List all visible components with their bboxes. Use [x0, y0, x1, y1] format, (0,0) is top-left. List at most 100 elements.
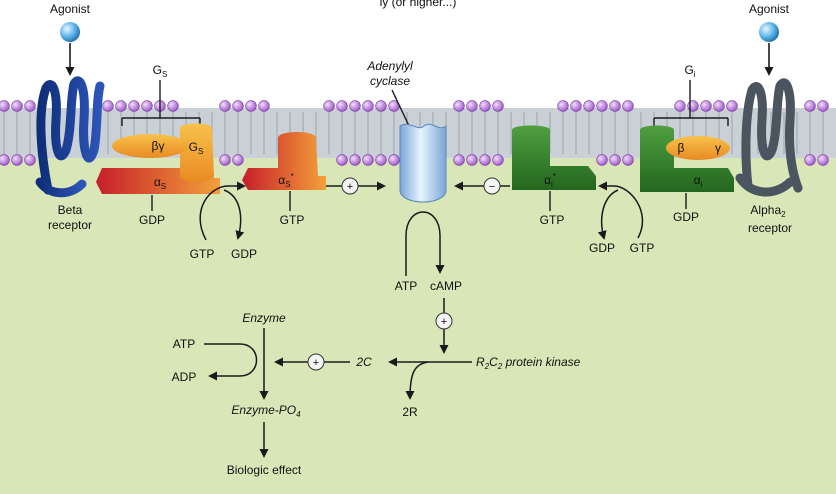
header-cut-text: ly (or higher...): [380, 0, 457, 9]
plus-sign-enzyme-icon: [307, 353, 325, 371]
enzyme-label: Enzyme: [242, 311, 286, 325]
alpha-i-label: αi: [694, 173, 703, 189]
lipid-head-icon: [128, 100, 140, 112]
camp-label: cAMP: [430, 279, 462, 293]
lipid-head-icon: [466, 154, 478, 166]
lipid-head-icon: [167, 100, 179, 112]
alpha-s-active-label: αS*: [278, 172, 293, 189]
gs-box-label: GS: [189, 140, 204, 156]
biologic-effect-label: Biologic effect: [227, 463, 302, 477]
lipid-head-icon: [115, 100, 127, 112]
gamma-label: γ: [715, 141, 721, 155]
plus-sign-label: +: [347, 181, 353, 193]
lipid-head-icon: [232, 154, 244, 166]
atp2-label: ATP: [173, 337, 195, 351]
lipid-head-icon: [817, 100, 829, 112]
exchange-right-gtp: GTP: [630, 241, 655, 255]
lipid-head-icon: [102, 100, 114, 112]
pka-label: R2C2 protein kinase: [476, 355, 581, 371]
lipid-head-icon: [674, 100, 686, 112]
lipid-head-icon: [804, 154, 816, 166]
gi-protein-complex: β γ αi: [640, 125, 734, 192]
extracellular-space: [0, 0, 836, 102]
atp-camp-conversion: ATP cAMP: [395, 211, 462, 293]
gtp-left-active: GTP: [280, 213, 305, 227]
lipid-head-icon: [609, 154, 621, 166]
adenylyl-label-2: cyclase: [370, 74, 410, 88]
gtp-right-active: GTP: [540, 213, 565, 227]
gs-bracket: GS: [121, 63, 201, 126]
gs-label: GS: [153, 63, 168, 79]
two-c-label: 2C: [355, 355, 372, 369]
lipid-head-icon: [349, 154, 361, 166]
plus-sign-icon: [341, 177, 359, 195]
lipid-head-icon: [817, 154, 829, 166]
agonist-right: Agonist: [749, 2, 790, 76]
pka-to-2r-arrow: [405, 361, 429, 400]
gdp-left-label: GDP: [139, 213, 165, 227]
lipid-head-icon: [479, 100, 491, 112]
lipid-head-icon: [388, 154, 400, 166]
beta-gamma-label: βγ: [152, 139, 165, 153]
lipid-head-icon: [141, 100, 153, 112]
two-r-label: 2R: [402, 405, 418, 419]
alpha-i-active-label: αi*: [544, 172, 556, 189]
lipid-head-icon: [24, 100, 36, 112]
exchange-right-gdp: GDP: [589, 241, 615, 255]
alpha2-receptor-label-2: receptor: [748, 221, 792, 235]
plus-sign-camp-icon: [435, 312, 453, 330]
beta-gamma-i-subunit: [666, 136, 730, 160]
adp-label: ADP: [172, 370, 197, 384]
agonist-right-ball-icon: [759, 22, 779, 42]
exchange-right: GDP GTP: [589, 181, 655, 255]
lipid-head-icon: [349, 100, 361, 112]
atp-adp-arrow: [204, 343, 258, 381]
lipid-head-icon: [596, 100, 608, 112]
lipid-head-icon: [700, 100, 712, 112]
agonist-left-label: Agonist: [50, 2, 91, 16]
lipid-head-icon: [622, 100, 634, 112]
lipid-head-icon: [0, 100, 10, 112]
lipid-head-icon: [622, 154, 634, 166]
lipid-head-icon: [726, 100, 738, 112]
lipid-head-icon: [557, 100, 569, 112]
lipid-head-icon: [0, 154, 10, 166]
lipid-head-icon: [687, 100, 699, 112]
lipid-head-icon: [492, 100, 504, 112]
alpha2-receptor-label-1: Alpha2: [750, 203, 786, 219]
gi-bracket: Gi: [653, 63, 729, 126]
plus-sign-enzyme-label: +: [313, 357, 319, 369]
gi-label: Gi: [684, 63, 695, 79]
lipid-head-icon: [11, 100, 23, 112]
lipid-head-icon: [336, 100, 348, 112]
lipid-head-icon: [453, 154, 465, 166]
minus-sign-label: −: [489, 181, 495, 193]
lipid-head-icon: [453, 100, 465, 112]
agonist-left: Agonist: [50, 2, 91, 76]
adenylyl-pointer: [391, 89, 411, 129]
adenylyl-label-1: Adenylyl: [366, 59, 413, 73]
lipid-head-icon: [596, 154, 608, 166]
plus-sign-camp-label: +: [441, 316, 447, 328]
lipid-head-icon: [479, 154, 491, 166]
lipid-head-icon: [24, 154, 36, 166]
alpha2-receptor-icon: [735, 78, 803, 197]
lipid-head-icon: [258, 100, 270, 112]
gs-subunit-box: [180, 123, 214, 182]
lipid-head-icon: [362, 100, 374, 112]
exchange-left-gdp: GDP: [231, 247, 257, 261]
beta-receptor-icon: [35, 76, 105, 198]
agonist-left-ball-icon: [60, 22, 80, 42]
beta-label: β: [678, 141, 685, 155]
atp-label: ATP: [395, 279, 417, 293]
lipid-head-icon: [713, 100, 725, 112]
gdp-right-label: GDP: [673, 210, 699, 224]
exchange-left-gtp: GTP: [190, 247, 215, 261]
lipid-head-icon: [11, 154, 23, 166]
lipid-head-icon: [583, 100, 595, 112]
lipid-head-icon: [804, 100, 816, 112]
minus-sign-icon: [483, 177, 501, 195]
alpha-s-active: αS*: [242, 132, 326, 190]
